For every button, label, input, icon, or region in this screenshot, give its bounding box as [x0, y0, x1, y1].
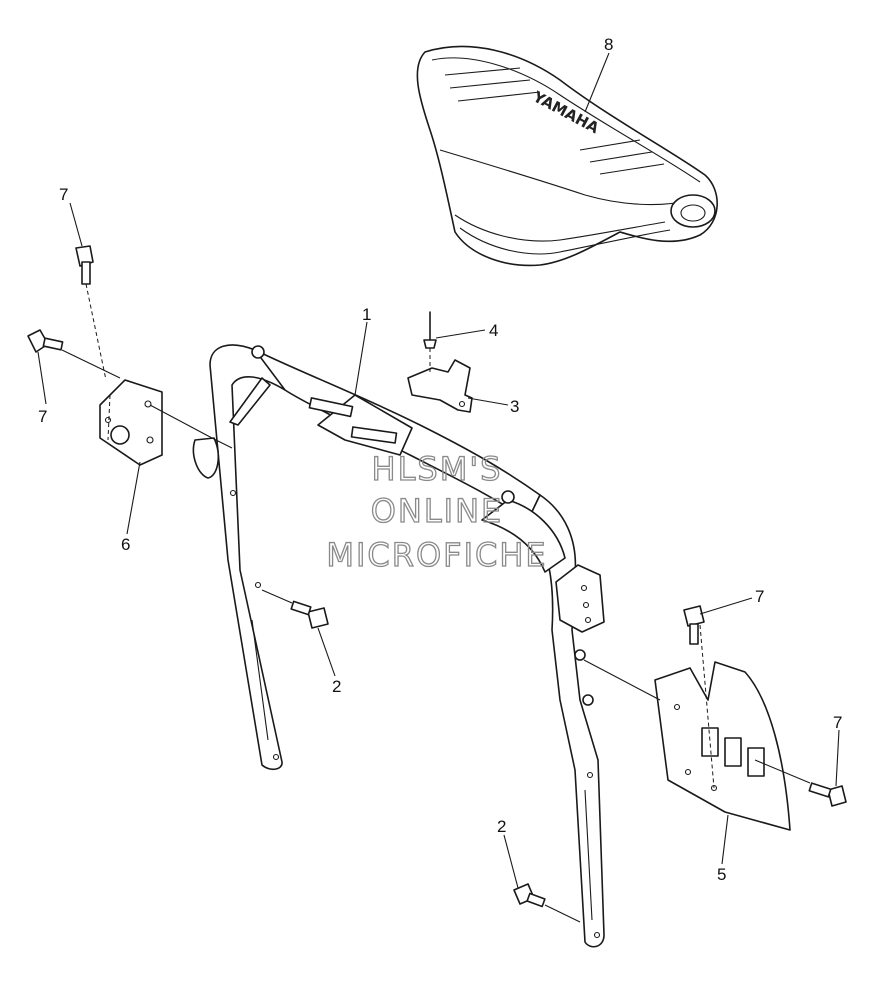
bolt-7-top-left — [75, 245, 107, 381]
left-mount-plate — [99, 379, 163, 466]
callout-7-right: 7 — [833, 713, 842, 732]
bolt-2-center — [261, 589, 329, 629]
callout-6: 6 — [121, 535, 130, 554]
handle-frame — [192, 344, 605, 948]
callout-7-right-top: 7 — [755, 587, 764, 606]
watermark-line-3: MICROFICHE — [326, 536, 547, 574]
callout-2-center: 2 — [332, 677, 341, 696]
bolt-7-right — [754, 759, 847, 807]
rivet-pin — [423, 311, 437, 372]
bolt-7-left — [27, 329, 121, 379]
callout-1: 1 — [362, 305, 371, 324]
callout-8: 8 — [604, 35, 613, 54]
callout-7-top-left: 7 — [59, 185, 68, 204]
bolt-7-right-top — [683, 605, 705, 645]
callout-4: 4 — [489, 321, 498, 340]
watermark-line-1: HLSM'S — [372, 450, 503, 488]
callout-3: 3 — [510, 397, 519, 416]
bolt-2-bottom — [513, 883, 581, 923]
watermark-line-2: ONLINE — [371, 492, 504, 530]
callout-5: 5 — [717, 865, 726, 884]
callout-7-left: 7 — [38, 407, 47, 426]
clamp-bracket — [407, 359, 473, 413]
seat: YAMAHA — [416, 45, 718, 267]
callout-2-bottom: 2 — [497, 817, 506, 836]
right-mount-plate — [654, 624, 791, 831]
